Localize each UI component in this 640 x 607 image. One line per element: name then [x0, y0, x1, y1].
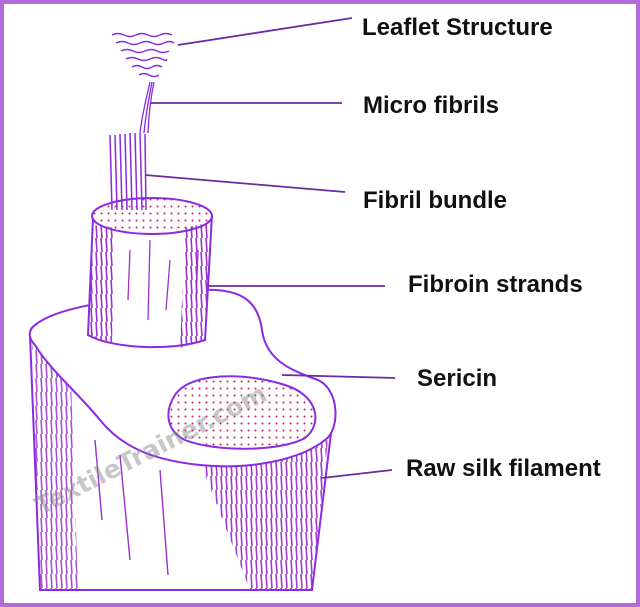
leader-fibril-bundle	[144, 174, 346, 193]
label-leaflet-structure: Leaflet Structure	[362, 14, 553, 41]
fibroin-strand-cylinder	[86, 197, 213, 349]
leader-leaflet	[177, 17, 353, 46]
label-micro-fibrils: Micro fibrils	[363, 92, 500, 119]
leaflet-structure-shape	[111, 32, 175, 78]
micro-fibrils-shape	[139, 81, 155, 134]
label-raw-silk-filament: Raw silk filament	[406, 455, 601, 482]
fibril-bundle-shape	[109, 132, 147, 211]
leader-lines	[144, 17, 396, 479]
leader-raw-silk	[321, 469, 393, 479]
label-sericin: Sericin	[417, 365, 498, 392]
leader-sericin	[281, 374, 396, 379]
label-fibril-bundle: Fibril bundle	[363, 187, 507, 214]
label-fibroin-strands: Fibroin strands	[408, 271, 583, 298]
